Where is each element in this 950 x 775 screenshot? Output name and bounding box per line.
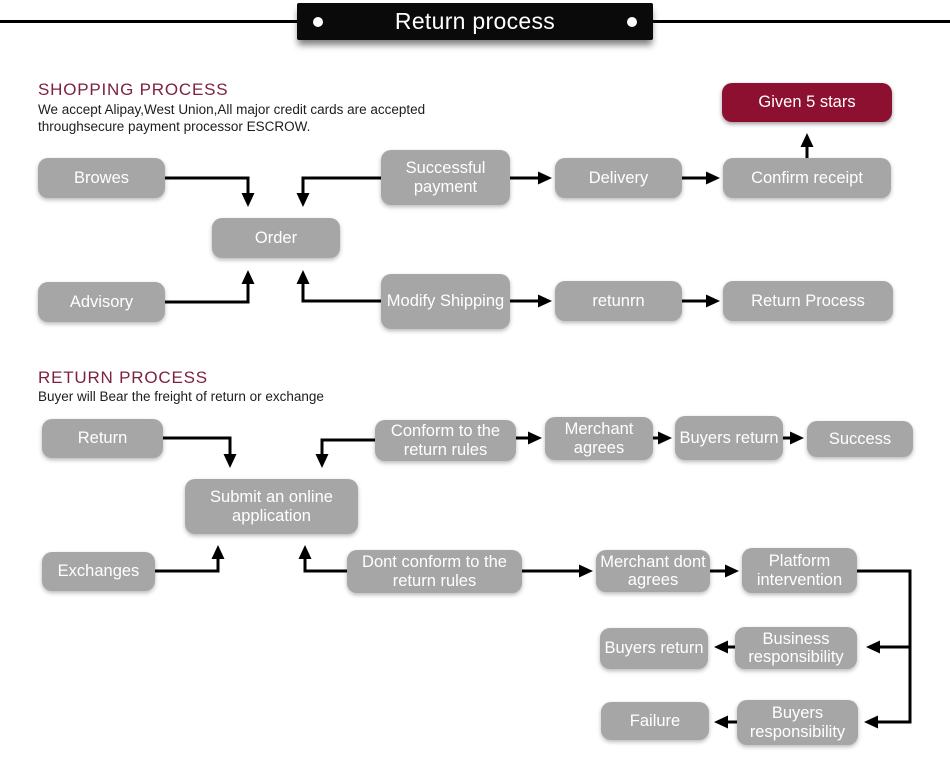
node-conform-rules: Conform to the return rules (375, 420, 516, 461)
node-exchanges: Exchanges (42, 552, 155, 591)
edge-retunrn-to-return-process (682, 294, 720, 308)
node-buyers-return-2: Buyers return (600, 628, 708, 669)
edge-buyers-responsibility-to-failure (714, 715, 737, 729)
edge-exchanges-to-submit-application (155, 545, 225, 573)
node-retunrn: retunrn (555, 281, 682, 321)
edge-successful-payment-to-delivery (510, 171, 552, 185)
edge-merchant-agrees-to-buyers-return-1 (653, 431, 672, 445)
node-given-5-stars: Given 5 stars (722, 83, 892, 122)
shopping-description-line1: We accept Alipay,West Union,All major cr… (38, 102, 426, 117)
node-merchant-agrees: Merchant agrees (545, 417, 653, 460)
node-advisory: Advisory (38, 282, 165, 322)
edge-confirm-receipt-to-given-5-stars (800, 133, 814, 158)
banner-title: Return process (394, 8, 556, 34)
edge-modify-shipping-to-order (296, 270, 381, 303)
shopping-section-heading: SHOPPING PROCESS (38, 80, 229, 99)
node-dont-conform: Dont conform to the return rules (347, 550, 522, 593)
node-successful-payment: Successful payment (381, 150, 510, 205)
node-platform-intervention: Platform intervention (742, 548, 857, 593)
edge-advisory-to-order (165, 270, 255, 304)
shopping-description-line2: throughsecure payment processor ESCROW. (38, 119, 311, 134)
banner: Return process (297, 3, 653, 40)
node-success: Success (807, 421, 913, 457)
edge-merchant-dont-agrees-to-platform-intervention (710, 564, 739, 578)
edge-platform-intervention-to-buyers-responsibility (864, 647, 912, 729)
node-buyers-responsibility: Buyers responsibility (737, 700, 858, 745)
node-buyers-return-1: Buyers return (675, 416, 783, 460)
node-browes: Browes (38, 158, 165, 198)
edge-modify-shipping-to-retunrn (510, 294, 552, 308)
node-failure: Failure (601, 702, 709, 740)
node-business-responsibility: Business responsibility (735, 627, 857, 669)
edge-dont-conform-to-merchant-dont-agrees (522, 564, 593, 578)
return-section-heading: RETURN PROCESS (38, 368, 208, 387)
node-order: Order (212, 218, 340, 258)
edge-conform-rules-to-merchant-agrees (516, 431, 542, 445)
node-submit-application: Submit an online application (185, 479, 358, 534)
banner-dot-left-icon (313, 16, 323, 27)
node-confirm-receipt: Confirm receipt (723, 158, 891, 198)
node-return-process: Return Process (723, 281, 893, 321)
edge-dont-conform-to-submit-application (298, 545, 347, 573)
edge-business-responsibility-to-buyers-return-2 (714, 640, 735, 654)
banner-dot-right-icon (627, 16, 637, 27)
edge-return-to-submit-application (163, 436, 237, 468)
node-return: Return (42, 419, 163, 458)
edge-conform-rules-to-submit-application (315, 438, 375, 468)
edge-buyers-return-1-to-success (783, 431, 804, 445)
edge-platform-intervention-to-business-responsibility (857, 569, 912, 654)
node-modify-shipping: Modify Shipping (381, 274, 510, 329)
edge-delivery-to-confirm-receipt (682, 171, 720, 185)
node-merchant-dont-agrees: Merchant dont agrees (596, 550, 710, 592)
edge-browes-to-order (165, 176, 255, 207)
edge-successful-payment-to-order (296, 176, 381, 207)
return-description: Buyer will Bear the freight of return or… (38, 389, 324, 404)
node-delivery: Delivery (555, 158, 682, 198)
